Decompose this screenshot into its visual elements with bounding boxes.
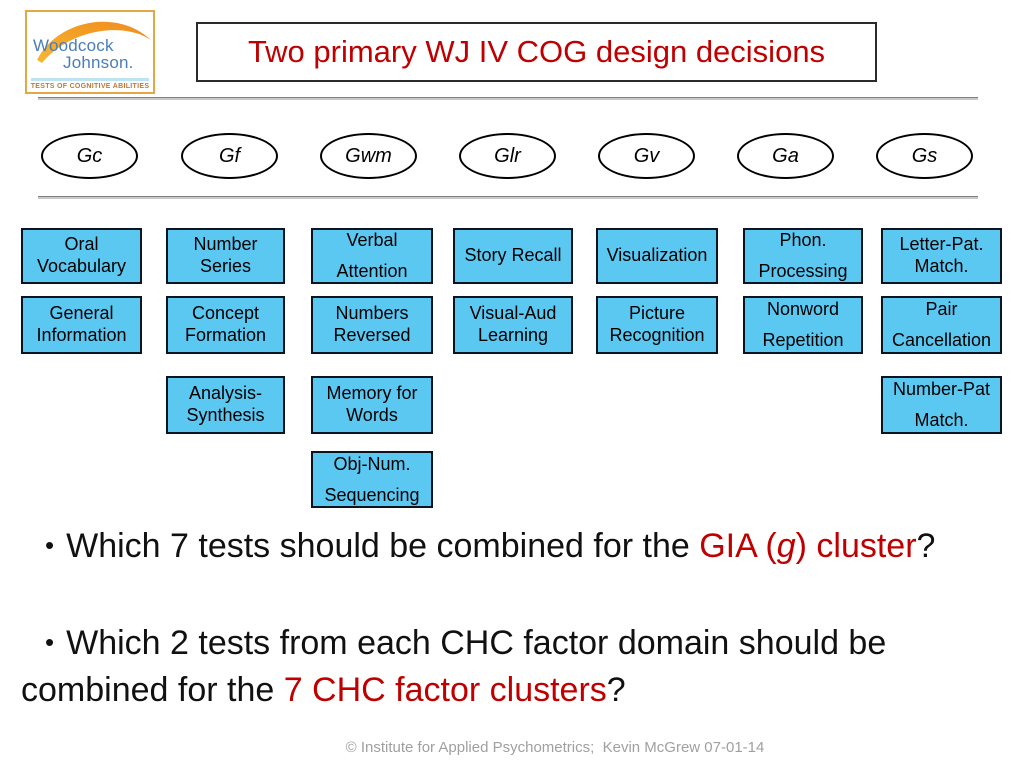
test-box-analysis-synthesis: Analysis- Synthesis <box>166 376 285 434</box>
bullet2-question-mark: ? <box>606 671 626 709</box>
factor-ellipse-gwm: Gwm <box>320 133 417 179</box>
factor-ellipse-gf: Gf <box>181 133 278 179</box>
factor-ellipse-gv: Gv <box>598 133 695 179</box>
logo-swoosh-icon <box>37 21 151 63</box>
logo-divider <box>31 78 149 81</box>
test-box-general-information: General Information <box>21 296 142 354</box>
bullet-marker: • <box>45 530 55 560</box>
title-box: Two primary WJ IV COG design decisions <box>196 22 877 82</box>
test-box-picture-recognition: Picture Recognition <box>596 296 718 354</box>
bullet1-question-mark: ? <box>916 527 936 565</box>
test-box-number-pat-match: Number-Pat Match. <box>881 376 1002 434</box>
factor-ellipse-gs: Gs <box>876 133 973 179</box>
bullet1-text: Which 7 tests should be combined for the <box>66 527 700 565</box>
test-box-numbers-reversed: Numbers Reversed <box>311 296 433 354</box>
logo-text-woodcock: Woodcock <box>33 36 114 55</box>
bullet-gia-question: • Which 7 tests should be combined for th… <box>45 527 935 566</box>
factor-ellipse-gc: Gc <box>41 133 138 179</box>
factor-ellipse-ga: Ga <box>737 133 834 179</box>
logo-tagline: TESTS OF COGNITIVE ABILITIES <box>30 83 150 90</box>
bullet-chc-question-line1: • Which 2 tests from each CHC factor doma… <box>45 624 886 663</box>
test-box-visual-aud-learning: Visual-Aud Learning <box>453 296 573 354</box>
test-box-concept-formation: Concept Formation <box>166 296 285 354</box>
divider-line-top <box>38 97 978 100</box>
bullet2-text-line1: Which 2 tests from each CHC factor domai… <box>66 624 887 662</box>
bullet2-highlight: 7 CHC factor clusters <box>283 671 607 709</box>
test-box-visualization: Visualization <box>596 228 718 284</box>
test-box-phon-processing: Phon. Processing <box>743 228 863 284</box>
page-title: Two primary WJ IV COG design decisions <box>247 34 826 69</box>
bullet1-highlight-end: ) cluster <box>795 527 917 565</box>
test-box-obj-num-sequencing: Obj-Num. Sequencing <box>311 451 433 508</box>
bullet2-text-line2: combined for the <box>21 671 284 709</box>
test-box-story-recall: Story Recall <box>453 228 573 284</box>
bullet-marker: • <box>45 627 55 657</box>
copyright-footer: © Institute for Applied Psychometrics; K… <box>345 739 765 756</box>
logo-text-johnson: Johnson. <box>63 53 134 72</box>
divider-line-factors <box>38 196 978 199</box>
test-box-oral-vocabulary: Oral Vocabulary <box>21 228 142 284</box>
test-box-verbal-attention: Verbal Attention <box>311 228 433 284</box>
test-box-letter-pat-match: Letter-Pat. Match. <box>881 228 1002 284</box>
factor-ellipse-glr: Glr <box>459 133 556 179</box>
bullet1-highlight-g: g <box>776 527 796 565</box>
test-box-pair-cancellation: Pair Cancellation <box>881 296 1002 354</box>
woodcock-johnson-logo: Woodcock Johnson. TESTS OF COGNITIVE ABI… <box>25 10 155 94</box>
bullet-chc-question-line2: combined for the 7 CHC factor clusters? <box>21 671 626 710</box>
test-box-memory-for-words: Memory for Words <box>311 376 433 434</box>
test-box-nonword-repetition: Nonword Repetition <box>743 296 863 354</box>
test-box-number-series: Number Series <box>166 228 285 284</box>
bullet1-highlight: GIA ( <box>699 527 777 565</box>
